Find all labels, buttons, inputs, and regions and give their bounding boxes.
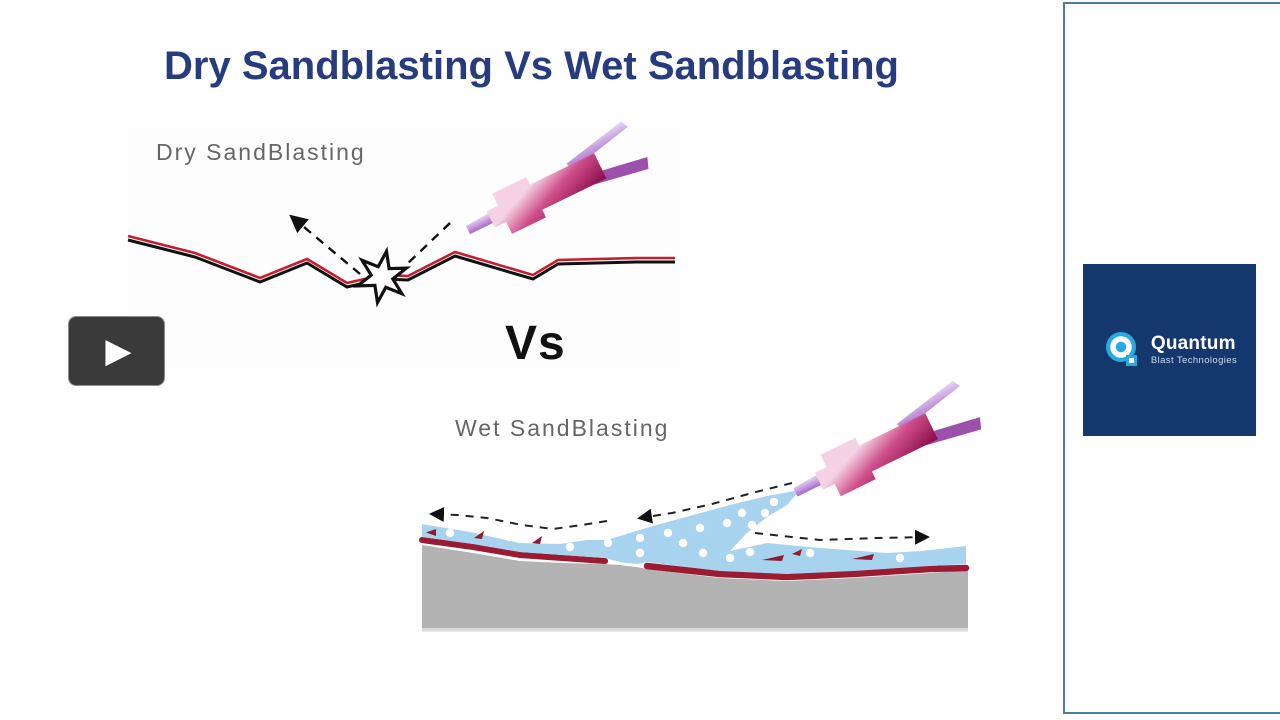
dry-surface-line-red — [127, 234, 675, 285]
wet-diagram-label: Wet SandBlasting — [455, 415, 670, 441]
flow-arrow-left — [429, 506, 608, 531]
dry-sandblasting-diagram: Dry SandBlasting — [127, 117, 680, 367]
water-bubbles — [445, 497, 905, 563]
debris-chips — [426, 529, 874, 561]
coating-left — [419, 537, 608, 564]
versus-label: Vs — [505, 317, 566, 370]
brand-tagline: Blast Technologies — [1150, 355, 1238, 367]
substrate-gray — [422, 545, 968, 629]
page-title: Dry Sandblasting Vs Wet Sandblasting — [164, 44, 899, 88]
wet-sandblasting-diagram: Wet SandBlasting — [419, 376, 986, 633]
wet-diagram-graphic — [419, 376, 986, 632]
dry-diagram-graphic — [127, 117, 675, 308]
play-icon: ▶ — [105, 332, 132, 370]
impact-star-icon — [352, 246, 412, 308]
quantum-q-icon — [1105, 332, 1137, 366]
coating-right — [643, 562, 970, 581]
play-button[interactable]: ▶ — [68, 316, 165, 386]
dry-spray-gun-icon — [454, 117, 653, 252]
wet-spray-gun-icon — [781, 376, 986, 515]
image-bottom-edge — [422, 628, 968, 632]
brand-logo-card: Quantum Blast Technologies — [1083, 264, 1256, 436]
flow-arrow-cone — [637, 482, 793, 524]
side-panel: Quantum Blast Technologies — [1063, 2, 1280, 714]
brand-name: Quantum — [1150, 332, 1236, 354]
dry-diagram-label: Dry SandBlasting — [156, 139, 366, 165]
brand-logo-text: Quantum Blast Technologies — [1150, 332, 1238, 367]
brand-logo: Quantum Blast Technologies — [1102, 329, 1237, 371]
dry-surface-line-black — [127, 238, 675, 289]
water-layer — [422, 490, 966, 574]
flow-arrow-right — [754, 529, 930, 545]
dry-blast-dashed-line — [403, 222, 451, 268]
